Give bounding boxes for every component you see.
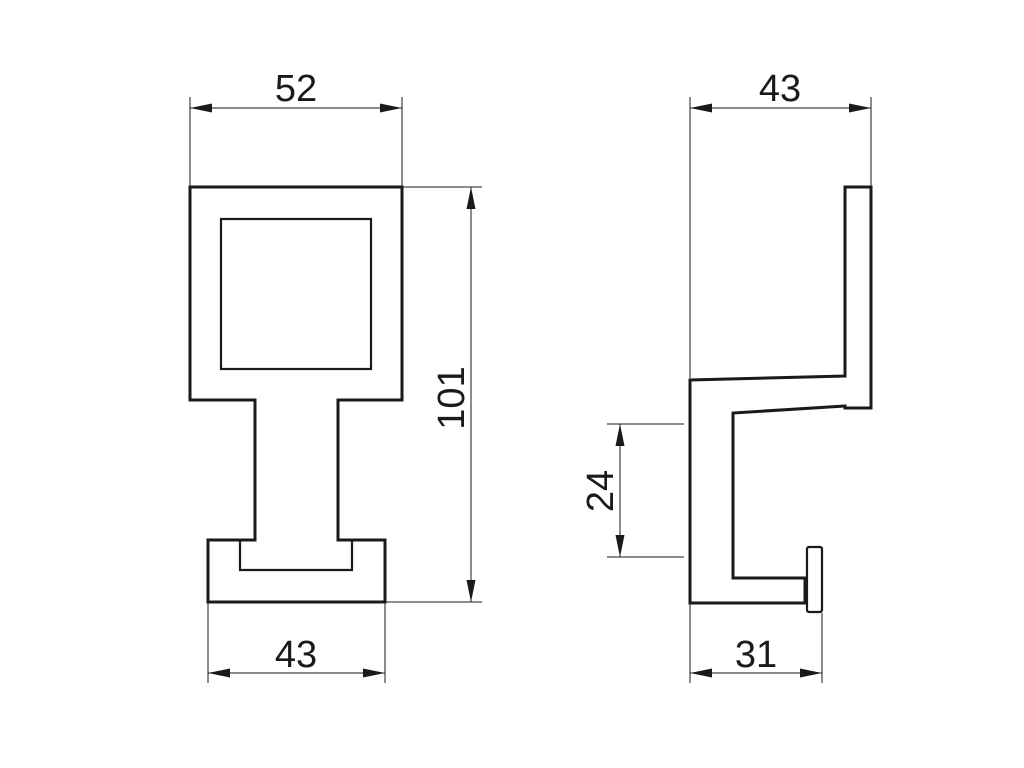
side-dim-31: 31 <box>689 604 823 683</box>
front-inner-square <box>219 217 373 371</box>
side-dim-43: 43 <box>689 68 872 378</box>
front-base-notch <box>238 540 354 572</box>
dimension-52-label: 52 <box>275 68 317 110</box>
side-hook-knob <box>805 545 824 614</box>
front-view <box>188 185 404 604</box>
front-dim-43-base: 43 <box>207 603 386 683</box>
dimension-43-base-label: 43 <box>275 634 317 676</box>
front-dim-52: 52 <box>189 68 403 186</box>
side-view <box>688 185 873 614</box>
front-dim-101: 101 <box>386 186 482 603</box>
dimension-24-label: 24 <box>580 470 622 512</box>
dimension-101-label: 101 <box>431 366 473 429</box>
front-plate-outline <box>188 185 404 604</box>
dimension-43-depth-label: 43 <box>759 68 801 110</box>
side-dim-24: 24 <box>580 423 684 558</box>
dimension-31-label: 31 <box>735 634 777 676</box>
side-hook-outline <box>688 185 873 605</box>
